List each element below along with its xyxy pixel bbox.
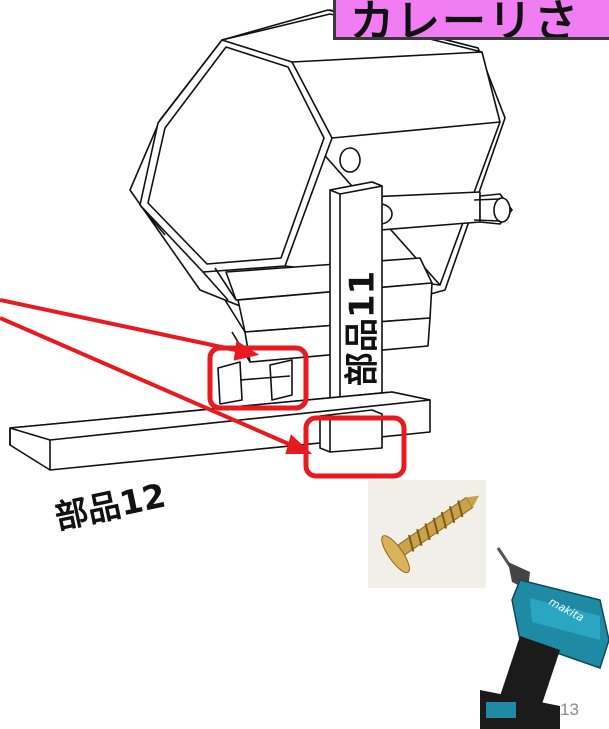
title-banner: カレーリさ bbox=[333, 0, 609, 40]
highlight-boxes bbox=[207, 345, 407, 479]
highlight-box-upper bbox=[207, 345, 309, 411]
part11-label: 部品11 bbox=[342, 270, 383, 387]
drum-hole bbox=[339, 147, 361, 173]
page-number: 13 bbox=[560, 700, 579, 719]
page-title: カレーリさ bbox=[350, 0, 580, 40]
red-arrows bbox=[0, 298, 313, 454]
highlight-box-lower bbox=[303, 415, 407, 479]
support-leg bbox=[217, 359, 293, 405]
impact-driver-icon: makita bbox=[480, 547, 609, 729]
screw-icon bbox=[368, 480, 486, 588]
